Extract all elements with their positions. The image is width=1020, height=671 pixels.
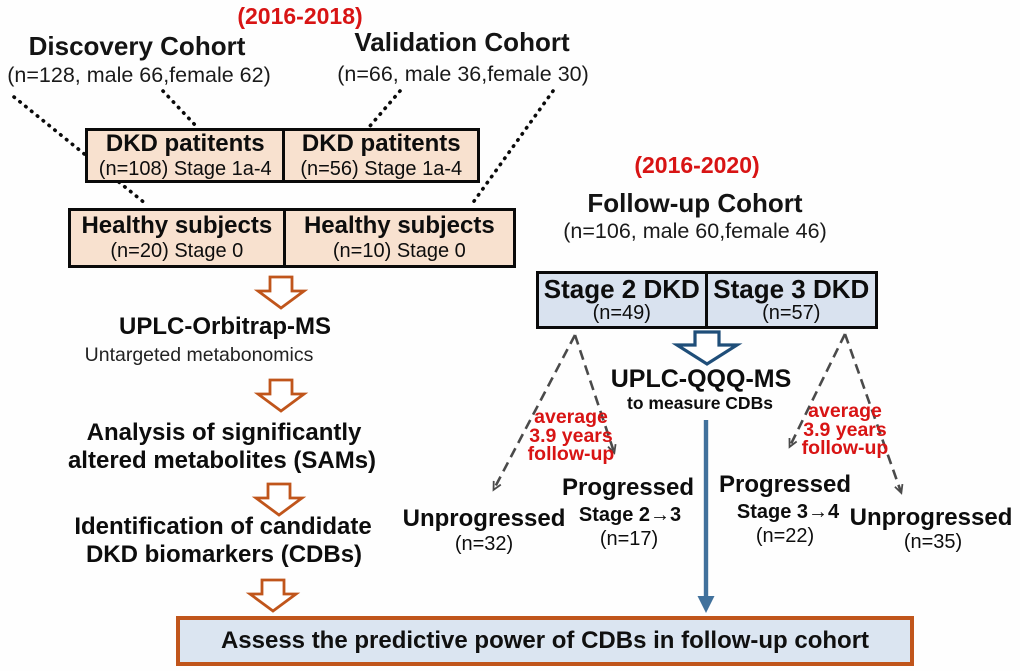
validation-cohort-subtitle: (n=66, male 36,female 30) bbox=[337, 62, 589, 86]
discovery-cohort-title: Discovery Cohort bbox=[28, 31, 246, 61]
down-arrow-icon-orange-3 bbox=[251, 482, 307, 517]
identification-cdbs-line2: DKD biomarkers (CDBs) bbox=[85, 541, 363, 568]
stage-boxes-row: Stage 2 DKD (n=49) Stage 3 DKD (n=57) bbox=[536, 271, 878, 329]
stage-box-subtitle: (n=57) bbox=[762, 302, 821, 325]
period-2016-2020: (2016-2020) bbox=[634, 152, 760, 178]
healthy-subjects-row: Healthy subjects (n=20) Stage 0 Healthy … bbox=[68, 208, 516, 268]
progressed-3-4-stage: Stage 3→4 bbox=[736, 501, 840, 523]
down-arrow-icon-orange-2 bbox=[253, 378, 309, 413]
analysis-sams-line1: Analysis of significantly bbox=[86, 419, 362, 446]
dkd-patients-box-validation: DKD patitents (n=56) Stage 1a-4 bbox=[282, 131, 477, 180]
healthy-subjects-box-validation: Healthy subjects (n=10) Stage 0 bbox=[282, 211, 513, 265]
stage-box-title: Stage 2 DKD bbox=[543, 274, 700, 305]
identification-cdbs-line1: Identification of candidate bbox=[74, 513, 372, 540]
period-2016-2018: (2016-2018) bbox=[237, 3, 363, 29]
dashed-arrow-stage3-to-unprogressed bbox=[843, 333, 904, 495]
dkd-box-subtitle: (n=56) Stage 1a-4 bbox=[300, 157, 463, 180]
dkd-box-title: DKD patitents bbox=[301, 129, 461, 157]
healthy-subjects-box-discovery: Healthy subjects (n=20) Stage 0 bbox=[71, 211, 283, 265]
note-line: follow-up bbox=[527, 443, 615, 465]
unprogressed-right-n: (n=35) bbox=[903, 531, 963, 553]
dashed-arrow-stage2-to-unprogressed bbox=[492, 334, 577, 492]
dotted-line-validation-to-healthy2 bbox=[470, 89, 555, 206]
stage-box-subtitle: (n=49) bbox=[592, 302, 651, 325]
healthy-box-subtitle: (n=10) Stage 0 bbox=[332, 240, 466, 263]
note-line: 3.9 years bbox=[529, 424, 613, 447]
dashed-arrow-stage3-to-progressed bbox=[788, 333, 847, 449]
followup-note-left: average 3.9 years follow-up bbox=[528, 408, 615, 464]
progressed-2-3-stage: Stage 2→3 bbox=[578, 504, 682, 526]
down-arrow-icon-orange-4 bbox=[245, 578, 301, 613]
dkd-patients-row: DKD patitents (n=108) Stage 1a-4 DKD pat… bbox=[85, 128, 480, 183]
validation-cohort-title: Validation Cohort bbox=[354, 27, 570, 57]
down-arrow-icon-orange-1 bbox=[253, 275, 309, 310]
dotted-line-validation-to-dkd2 bbox=[368, 89, 402, 128]
healthy-box-title: Healthy subjects bbox=[303, 212, 495, 240]
followup-cohort-title: Follow-up Cohort bbox=[587, 188, 803, 218]
uplc-qqq-title: UPLC-QQQ-MS bbox=[610, 365, 792, 393]
progressed-3-4-label: Progressed bbox=[718, 471, 852, 498]
stage2-dkd-box: Stage 2 DKD (n=49) bbox=[539, 274, 705, 326]
discovery-cohort-subtitle: (n=128, male 66,female 62) bbox=[7, 63, 271, 87]
stage-box-title: Stage 3 DKD bbox=[713, 274, 870, 305]
unprogressed-right-label: Unprogressed bbox=[849, 504, 1013, 531]
stage3-dkd-box: Stage 3 DKD (n=57) bbox=[704, 274, 875, 326]
dashed-arrow-stage2-to-progressed bbox=[573, 334, 617, 455]
dotted-line-discovery-to-dkd1 bbox=[161, 89, 198, 128]
uplc-orbitrap-title: UPLC-Orbitrap-MS bbox=[119, 313, 331, 340]
blue-arrow-head bbox=[697, 596, 715, 613]
followup-cohort-subtitle: (n=106, male 60,female 46) bbox=[563, 219, 827, 243]
progressed-2-3-n: (n=17) bbox=[599, 528, 659, 550]
analysis-sams-line2: altered metabolites (SAMs) bbox=[67, 447, 377, 474]
dkd-patients-box-discovery: DKD patitents (n=108) Stage 1a-4 bbox=[88, 131, 282, 180]
assessment-box-label: Assess the predictive power of CDBs in f… bbox=[220, 627, 870, 654]
assessment-box: Assess the predictive power of CDBs in f… bbox=[176, 616, 914, 666]
note-line: average bbox=[534, 406, 608, 428]
note-line: 3.9 years bbox=[803, 418, 887, 441]
progressed-3-4-n: (n=22) bbox=[755, 525, 815, 547]
note-line: average bbox=[808, 400, 882, 422]
dkd-box-title: DKD patitents bbox=[105, 129, 265, 157]
down-arrow-icon-navy bbox=[671, 330, 743, 366]
unprogressed-left-label: Unprogressed bbox=[402, 505, 566, 532]
followup-note-right: average 3.9 years follow-up bbox=[802, 402, 889, 458]
healthy-box-title: Healthy subjects bbox=[81, 212, 273, 240]
unprogressed-left-n: (n=32) bbox=[454, 533, 514, 555]
note-line: follow-up bbox=[801, 437, 889, 459]
healthy-box-subtitle: (n=20) Stage 0 bbox=[110, 240, 244, 263]
progressed-2-3-label: Progressed bbox=[561, 474, 695, 501]
to-measure-cdbs-label: to measure CDBs bbox=[627, 393, 773, 413]
dkd-box-subtitle: (n=108) Stage 1a-4 bbox=[98, 157, 272, 180]
dotted-line-discovery-to-healthy1 bbox=[12, 95, 148, 206]
untargeted-metabonomics-label: Untargeted metabonomics bbox=[84, 344, 314, 366]
